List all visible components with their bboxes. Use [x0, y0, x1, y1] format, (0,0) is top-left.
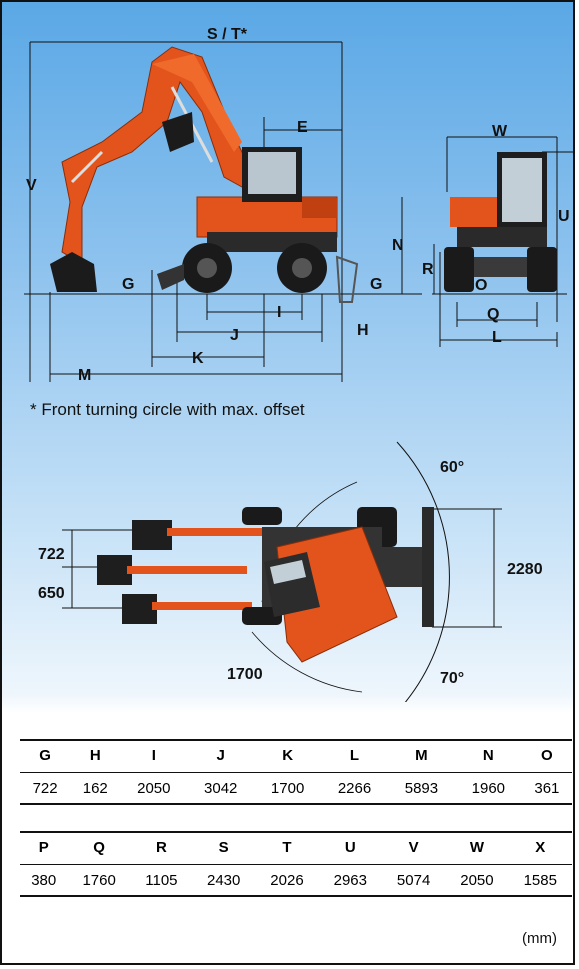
excavator-body [196, 147, 338, 252]
value-cell: 162 [70, 772, 121, 805]
value-cell: 380 [20, 864, 68, 897]
value-cell: 2050 [445, 864, 509, 897]
header-cell: X [508, 831, 572, 865]
spec-table-top: G H I J K L M N O 722 162 2050 3042 1700… [20, 739, 572, 805]
angle-70: 70° [440, 670, 464, 687]
value-cell: 2050 [120, 772, 188, 805]
label-e: E [297, 119, 308, 136]
header-cell: I [120, 739, 188, 773]
header-cell: N [454, 739, 522, 773]
header-cell: J [187, 739, 255, 773]
table-value-row: 722 162 2050 3042 1700 2266 5893 1960 36… [20, 772, 572, 805]
top-view-drawing [62, 441, 502, 702]
label-k: K [192, 350, 204, 367]
table-value-row: 380 1760 1105 2430 2026 2963 5074 2050 1… [20, 864, 572, 897]
label-o: O [475, 277, 487, 294]
dim-2280: 2280 [507, 561, 543, 578]
unit-label: (mm) [522, 930, 557, 947]
side-view-drawing [24, 41, 422, 382]
value-cell: 361 [521, 772, 572, 805]
header-cell: K [254, 739, 322, 773]
dim-650: 650 [38, 585, 65, 602]
value-cell: 1760 [67, 864, 131, 897]
header-cell: G [20, 739, 71, 773]
label-r: R [422, 261, 434, 278]
angle-60: 60° [440, 459, 464, 476]
rear-view-drawing [432, 136, 573, 347]
value-cell: 2266 [321, 772, 388, 805]
footnote: * Front turning circle with max. offset [30, 400, 305, 419]
excavator-arm [50, 46, 253, 292]
header-cell: S [192, 831, 256, 865]
value-cell: 1960 [454, 772, 522, 805]
value-cell: 3042 [187, 772, 255, 805]
header-cell: P [20, 831, 68, 865]
table-header-row: G H I J K L M N O [20, 739, 572, 773]
header-cell: L [321, 739, 388, 773]
label-w: W [492, 123, 508, 140]
table-header-row: P Q R S T U V W X [20, 831, 572, 865]
label-m: M [78, 367, 91, 384]
value-cell: 5074 [381, 864, 446, 897]
value-cell: 2430 [192, 864, 256, 897]
label-i: I [277, 304, 281, 321]
header-cell: Q [67, 831, 131, 865]
header-cell: O [521, 739, 572, 773]
header-cell: W [445, 831, 509, 865]
dimension-diagrams: S / T* E V N G G I H J K M W U R O Q L 6… [24, 26, 573, 702]
label-u: U [558, 208, 570, 225]
label-g-left: G [122, 276, 134, 293]
label-st: S / T* [207, 26, 248, 43]
value-cell: 5893 [387, 772, 455, 805]
header-cell: M [387, 739, 455, 773]
dim-722: 722 [38, 546, 65, 563]
header-cell: V [381, 831, 446, 865]
value-cell: 2026 [255, 864, 319, 897]
header-cell: U [318, 831, 382, 865]
header-cell: T [255, 831, 319, 865]
label-v: V [26, 177, 37, 194]
value-cell: 1585 [508, 864, 572, 897]
value-cell: 2963 [318, 864, 382, 897]
label-q: Q [487, 306, 499, 323]
header-cell: R [130, 831, 193, 865]
header-cell: H [70, 739, 121, 773]
value-cell: 722 [20, 772, 71, 805]
label-l: L [492, 329, 502, 346]
excavator-wheels [157, 243, 359, 303]
label-j: J [230, 327, 239, 344]
label-h: H [357, 322, 369, 339]
label-n: N [392, 237, 404, 254]
spec-table-bottom: P Q R S T U V W X 380 1760 1105 2430 202… [20, 831, 572, 897]
value-cell: 1700 [254, 772, 322, 805]
dim-1700: 1700 [227, 666, 263, 683]
value-cell: 1105 [130, 864, 193, 897]
label-g-right: G [370, 276, 382, 293]
